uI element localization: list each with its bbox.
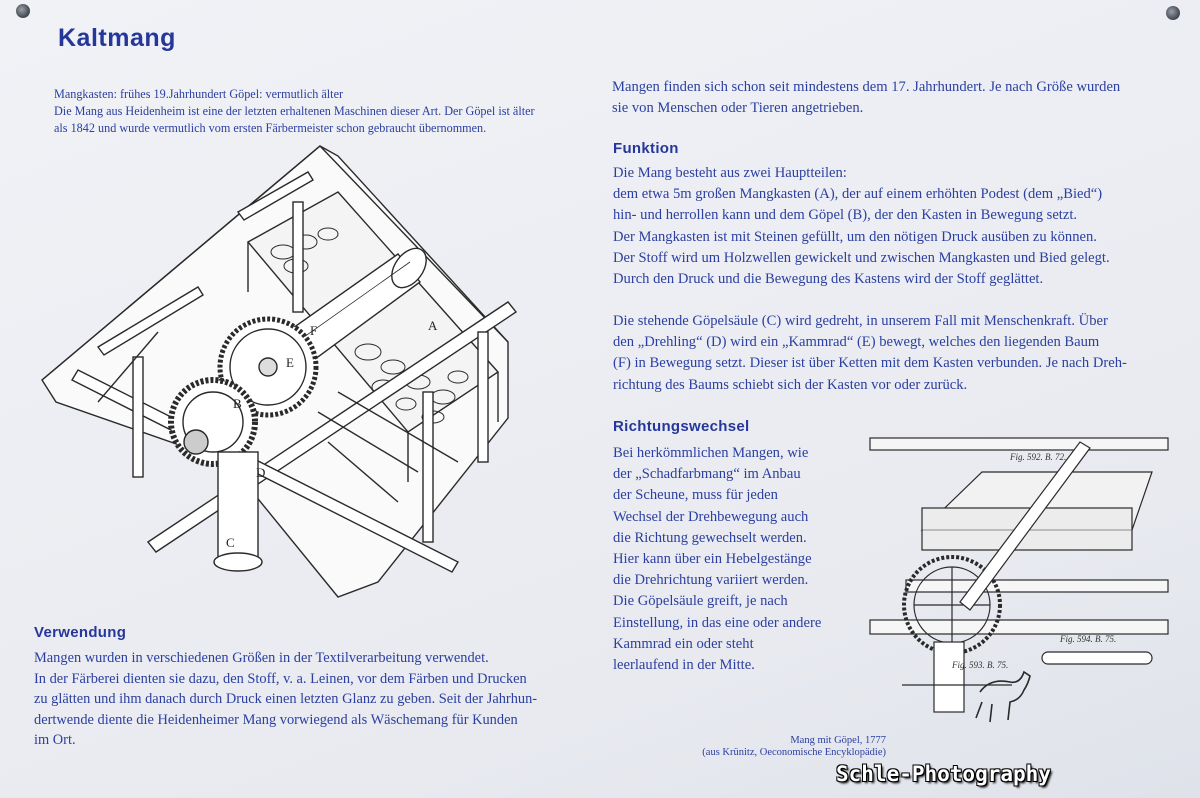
- funktion-text-2: Die stehende Göpelsäule (C) wird gedreht…: [613, 313, 1127, 393]
- richtungswechsel-text: Bei herkömmlichen Mangen, wie der „Schad…: [613, 445, 822, 674]
- fig-label-3: Fig. 593. B. 75.: [951, 660, 1008, 670]
- engraving-caption-1: Mang mit Göpel, 1777: [790, 735, 886, 746]
- history-text: Mangen finden sich schon seit mindestens…: [612, 79, 1121, 117]
- richtungswechsel-heading: Richtungswechsel: [613, 418, 750, 435]
- intro-dates: Mangkasten: frühes 19.Jahrhundert Göpel:…: [54, 87, 344, 101]
- mang-engraving-right: Fig. 592. B. 72. Fig. 594. B. 75. Fig. 5…: [869, 437, 1169, 723]
- fig-label-2: Fig. 594. B. 75.: [1059, 634, 1116, 644]
- label-f: F: [310, 323, 317, 338]
- label-a: A: [428, 318, 438, 333]
- engraving-caption-2: (aus Krünitz, Oeconomische Encyklopädie): [702, 747, 886, 758]
- label-c: C: [226, 535, 235, 550]
- page-title: Kaltmang: [58, 24, 176, 52]
- label-b: B: [233, 396, 242, 411]
- label-d: D: [256, 465, 265, 480]
- verwendung-text: Mangen wurden in verschiedenen Größen in…: [34, 650, 538, 749]
- screw-icon: [16, 4, 30, 18]
- fig-label-1: Fig. 592. B. 72.: [1009, 452, 1066, 462]
- verwendung-heading: Verwendung: [34, 624, 127, 641]
- intro-line-3: als 1842 und wurde vermutlich vom ersten…: [54, 121, 487, 135]
- photographer-watermark: Schle-Photography: [836, 762, 1051, 786]
- screw-icon: [1166, 6, 1180, 20]
- intro-line-2: Die Mang aus Heidenheim ist eine der let…: [54, 104, 535, 118]
- mang-illustration-left: F A B C D E: [41, 145, 518, 598]
- funktion-heading: Funktion: [613, 140, 679, 157]
- label-e: E: [286, 355, 294, 370]
- funktion-text-1: Die Mang besteht aus zwei Hauptteilen: d…: [613, 165, 1110, 288]
